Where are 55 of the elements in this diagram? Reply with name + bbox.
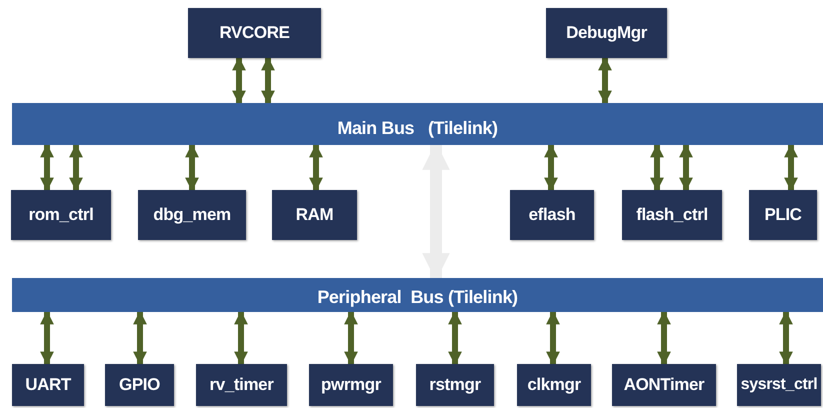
module-box	[622, 190, 722, 240]
module-box	[510, 190, 594, 240]
module-box	[188, 8, 321, 58]
module-label: RVCORE	[219, 23, 290, 43]
module-label: flash_ctrl	[636, 205, 708, 225]
module-box	[517, 364, 591, 406]
module-box	[416, 364, 494, 406]
arrow	[309, 144, 323, 192]
module-label: AONTimer	[624, 375, 704, 395]
arrow	[40, 310, 54, 366]
bus-bar	[12, 278, 823, 312]
arrow	[784, 144, 798, 192]
module-box	[138, 190, 246, 240]
arrow	[185, 144, 199, 192]
arrow	[448, 310, 462, 366]
arrow	[69, 144, 83, 192]
module-label: sysrst_ctrl	[740, 376, 818, 394]
arrow	[679, 144, 693, 192]
arrow	[779, 310, 793, 366]
module-box	[12, 364, 84, 406]
module-label: eflash	[528, 205, 576, 225]
arrow	[544, 144, 558, 192]
bus-label: Peripheral Bus (Tilelink)	[317, 287, 518, 308]
arrow	[344, 310, 358, 366]
arrow	[234, 310, 248, 366]
module-box	[612, 364, 716, 406]
arrow	[546, 310, 560, 366]
module-label: PLIC	[764, 205, 802, 225]
module-box	[546, 8, 667, 58]
arrow	[232, 56, 246, 104]
module-box	[11, 190, 111, 240]
module-label: RAM	[296, 205, 334, 225]
module-label: UART	[25, 375, 71, 395]
module-box	[196, 364, 287, 406]
module-box	[309, 364, 393, 406]
bus-label: Main Bus (Tilelink)	[337, 118, 498, 138]
module-box	[737, 364, 821, 406]
module-label: clkmgr	[527, 375, 581, 395]
module-box	[749, 190, 817, 240]
module-label: pwrmgr	[321, 375, 381, 395]
module-label: rstmgr	[429, 375, 481, 395]
module-label: rv_timer	[210, 375, 274, 395]
arrow	[650, 144, 664, 192]
module-label: DebugMgr	[566, 23, 647, 43]
module-label: rom_ctrl	[28, 205, 94, 225]
arrow	[261, 56, 275, 104]
arrow	[657, 310, 671, 366]
module-label: GPIO	[119, 375, 160, 395]
arrow	[133, 310, 147, 366]
module-box	[272, 190, 357, 240]
arrow	[598, 56, 612, 104]
module-label: dbg_mem	[153, 205, 231, 225]
bus-bar	[12, 103, 823, 145]
arrow	[40, 144, 54, 192]
module-box	[105, 364, 174, 406]
